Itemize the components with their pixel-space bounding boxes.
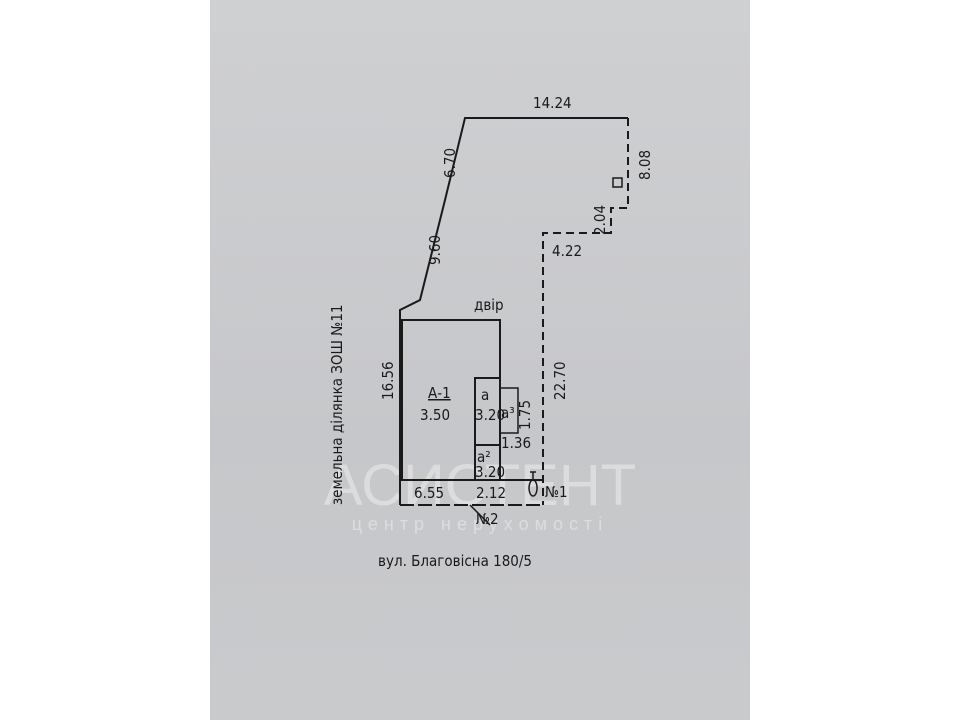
building-a3 [499, 387, 519, 434]
gate-2-label: №2 [476, 510, 499, 528]
dim-left-upper-b: 9.60 [426, 235, 444, 265]
gate-2-marker [469, 504, 491, 526]
dim-annex-height: 1.75 [516, 400, 534, 430]
building-a-name: а [481, 386, 489, 404]
plot-boundary-solid [399, 117, 628, 505]
watermark-title: АСИСТЕНТ [324, 453, 636, 518]
document-paper [210, 0, 750, 720]
dim-bottom-right: 2.12 [476, 484, 506, 502]
dim-left: 16.56 [379, 361, 397, 400]
dim-left-upper-a: 6.70 [441, 148, 459, 178]
dim-step-vertical: 2.04 [591, 205, 609, 235]
dim-bottom-left: 6.55 [414, 484, 444, 502]
building-a1-name: А-1 [428, 384, 451, 402]
dim-right-upper: 8.08 [636, 150, 654, 180]
building-a-height: 3.20 [475, 406, 505, 424]
shed-square [612, 177, 623, 188]
gate-1-icon [528, 471, 538, 497]
plot-boundary-dashed [542, 118, 629, 505]
watermark-subtitle: центр нерухомості [352, 514, 609, 534]
building-a1-height: 3.50 [420, 406, 450, 424]
street-label: вул. Благовісна 180/5 [378, 552, 532, 570]
building-a2-name: а² [477, 448, 491, 466]
dim-annex-width: 1.36 [501, 434, 531, 452]
dim-right-lower: 22.70 [551, 361, 569, 400]
building-a3-name: а³ [501, 404, 515, 422]
neighbor-plot-label: земельна ділянка ЗОШ №11 [328, 305, 346, 506]
yard-label: двір [474, 296, 504, 314]
building-a2-height: 3.20 [475, 463, 505, 481]
gate-1-label: №1 [545, 483, 568, 501]
dim-top: 14.24 [533, 94, 572, 112]
dim-step-horizontal: 4.22 [552, 242, 582, 260]
